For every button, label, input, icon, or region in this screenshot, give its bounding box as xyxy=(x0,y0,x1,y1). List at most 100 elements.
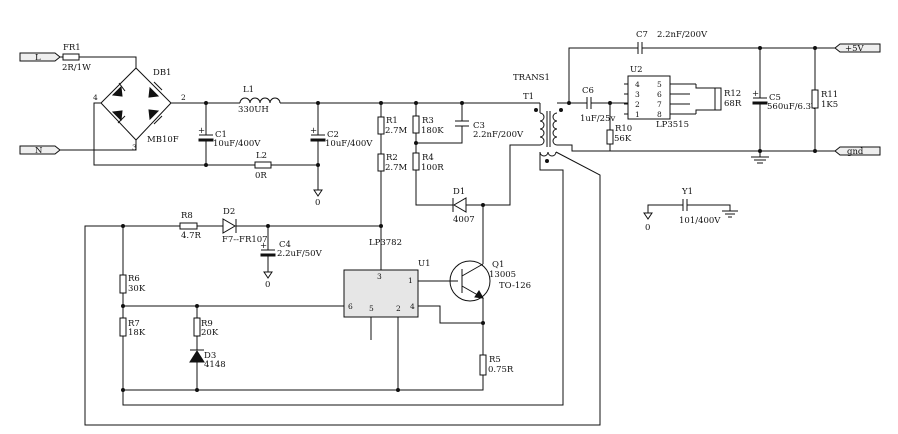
u2-pin5: 5 xyxy=(657,80,662,89)
q1-value: 13005 xyxy=(489,270,516,280)
t1-ref: T1 xyxy=(523,92,534,102)
r1-value: 2.7M xyxy=(385,126,408,136)
u2-pin7: 7 xyxy=(657,100,662,109)
u1-ref: U1 xyxy=(418,259,431,269)
r8-value: 4.7R xyxy=(181,231,202,241)
u2-pin4: 4 xyxy=(635,80,640,89)
port-n: N xyxy=(19,145,61,156)
r7-resistor: R7 18K xyxy=(119,317,146,338)
r5-value: 0.75R xyxy=(488,365,514,375)
c4-ref: C4 xyxy=(279,240,291,250)
r5-ref: R5 xyxy=(489,355,501,365)
port-gnd: gnd xyxy=(834,146,881,157)
u1-pin4: 4 xyxy=(410,302,415,311)
c1-plus: + xyxy=(198,126,205,136)
r6-value: 30K xyxy=(128,284,146,294)
r7-value: 18K xyxy=(128,328,146,338)
t1-aux-winding xyxy=(539,151,557,163)
fr1-ref: FR1 xyxy=(63,43,81,53)
u1-pin6: 6 xyxy=(348,302,353,311)
c7-ref: C7 xyxy=(636,30,648,40)
db1-pin4: 4 xyxy=(93,93,98,102)
db1-pin3: 3 xyxy=(132,143,137,152)
gnd0-y: 0 xyxy=(645,223,650,233)
c2-ref: C2 xyxy=(327,130,339,140)
c4-plus: + xyxy=(260,241,267,251)
u1-pin1: 1 xyxy=(408,276,413,285)
r4-ref: R4 xyxy=(422,153,434,163)
d3-ref: D3 xyxy=(204,351,216,361)
r4-resistor: R4 100R xyxy=(412,152,444,173)
r2-resistor: R2 2.7M xyxy=(377,153,408,173)
u2-pin1: 1 xyxy=(635,110,640,119)
c1-capacitor: + C1 10uF/400V xyxy=(198,103,261,165)
r2-ref: R2 xyxy=(386,153,398,163)
r1-resistor: R1 2.7M xyxy=(377,103,408,136)
l1-inductor: L1 330UH xyxy=(238,85,281,115)
r6-ref: R6 xyxy=(128,274,140,284)
c4-capacitor: + C4 2.2uF/50V 0 xyxy=(260,226,323,290)
port-plus5v: +5V xyxy=(834,43,881,54)
r11-value: 1K5 xyxy=(821,100,838,110)
gnd0-a: 0 xyxy=(315,198,320,208)
port-plus5v-label: +5V xyxy=(845,44,865,54)
r8-ref: R8 xyxy=(181,211,193,221)
db1-ref: DB1 xyxy=(153,68,171,78)
port-n-label: N xyxy=(35,146,43,156)
l1-ref: L1 xyxy=(243,85,254,95)
l2-value: 0R xyxy=(255,171,267,181)
d1-diode: D1 4007 xyxy=(448,187,483,225)
c2-plus: + xyxy=(310,126,317,136)
u2-ic-lp3515: U2 LP3515 4 3 2 1 5 6 7 8 xyxy=(624,65,696,130)
gnd0-c4: 0 xyxy=(265,280,270,290)
c5-value: 560uF/6.3V xyxy=(767,102,818,112)
r6-resistor: R6 30K xyxy=(119,274,146,294)
r12-ref: R12 xyxy=(724,89,741,99)
c5-plus: + xyxy=(752,89,759,99)
r4-value: 100R xyxy=(421,163,444,173)
c5-capacitor: + C5 560uF/6.3V xyxy=(752,48,818,151)
c1-ref: C1 xyxy=(215,130,227,140)
r12-resistor: R12 68R xyxy=(714,87,742,111)
u2-pin3: 3 xyxy=(635,90,640,99)
port-l: L xyxy=(19,52,61,63)
u1-pin5: 5 xyxy=(369,304,374,313)
q1-package: TO-126 xyxy=(499,281,531,291)
y1-ref: Y1 xyxy=(681,187,693,197)
r3-value: 180K xyxy=(421,126,444,136)
u1-ic-lp3782: LP3782 U1 3 1 6 5 2 4 xyxy=(343,238,431,318)
u2-pin8: 8 xyxy=(657,110,662,119)
y1-capacitor: Y1 101/400V 0 xyxy=(643,187,738,233)
u2-ref: U2 xyxy=(630,65,643,75)
d3-diode: D3 4148 xyxy=(189,349,226,370)
u1-pin2: 2 xyxy=(396,304,401,313)
d3-value: 4148 xyxy=(204,360,226,370)
q1-ref: Q1 xyxy=(492,260,504,270)
q1-transistor: Q1 13005 TO-126 xyxy=(449,255,531,302)
c2-value: 10uF/400V xyxy=(325,139,373,149)
c1-value: 10uF/400V xyxy=(213,139,261,149)
t1-transformer: TRANS1 T1 xyxy=(513,73,563,147)
y1-value: 101/400V xyxy=(679,216,721,226)
c6-ref: C6 xyxy=(582,86,594,96)
r11-resistor: R11 1K5 xyxy=(811,48,838,151)
r5-resistor: R5 0.75R xyxy=(479,354,514,376)
r7-ref: R7 xyxy=(128,319,140,329)
port-gnd-label: gnd xyxy=(847,147,864,157)
u1-name: LP3782 xyxy=(369,238,402,248)
port-l-label: L xyxy=(35,53,41,63)
c4-value: 2.2uF/50V xyxy=(277,249,323,259)
r9-resistor: R9 20K xyxy=(193,317,219,338)
c3-capacitor: C3 2.2nF/200V xyxy=(416,103,524,144)
ground-symbol-c2: 0 xyxy=(313,189,323,208)
l2-ref: L2 xyxy=(256,151,267,161)
c7-value: 2.2nF/200V xyxy=(657,30,708,40)
db1-pin2: 2 xyxy=(181,93,186,102)
db1-bridge-rectifier: DB1 MB10F 4 2 3 xyxy=(93,67,186,152)
r12-value: 68R xyxy=(724,99,742,109)
r9-value: 20K xyxy=(201,328,219,338)
db1-value: MB10F xyxy=(147,135,179,145)
c6-value: 1uF/25v xyxy=(580,114,615,124)
l2-resistor: L2 0R xyxy=(254,151,272,181)
